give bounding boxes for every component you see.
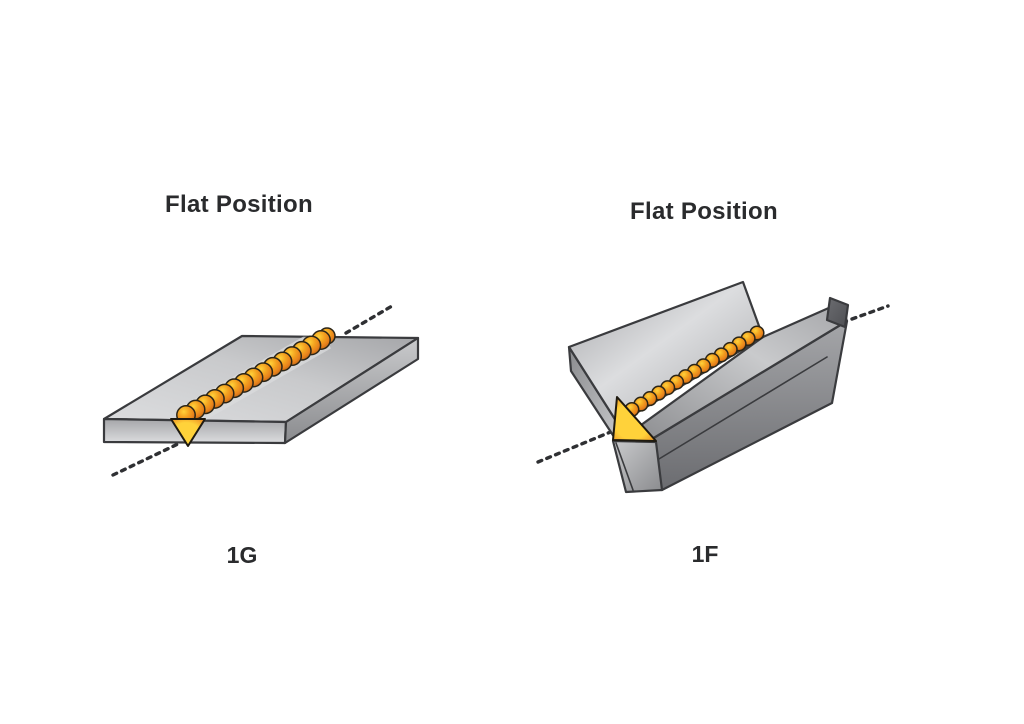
figure-1g-title: Flat Position <box>165 191 313 218</box>
weld-axis-dashed-line-front <box>111 441 182 477</box>
fillet-weld-1f-figure <box>536 280 890 494</box>
groove-weld-cross-section <box>170 418 206 447</box>
weld-bead <box>176 327 336 425</box>
web-end-face <box>825 296 850 329</box>
weld-axis-dashed-line-back <box>850 304 890 321</box>
joint-front-lower-face <box>611 439 664 494</box>
figure-1g-label: 1G <box>226 542 258 568</box>
groove-weld-1g-figure <box>102 304 420 477</box>
figure-1f-label: 1F <box>691 541 719 567</box>
weld-axis-dashed-line-back <box>344 304 394 335</box>
plate-right-face <box>283 336 420 445</box>
figure-1f-title: Flat Position <box>630 198 778 225</box>
weld-axis-dashed-line-front <box>536 429 615 464</box>
steel-plate <box>102 334 420 445</box>
flange-edge-crease <box>653 356 828 463</box>
fillet-weld-cross-section <box>612 396 657 442</box>
joint-front-crease <box>615 442 634 491</box>
